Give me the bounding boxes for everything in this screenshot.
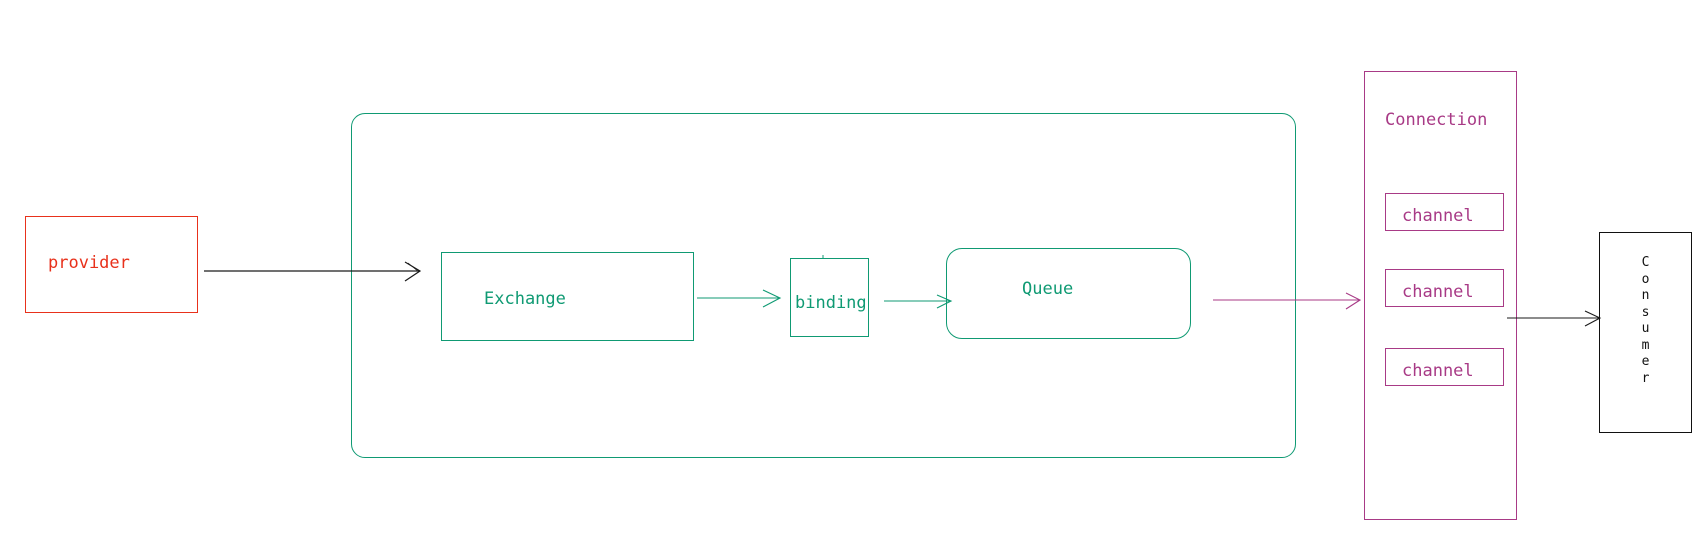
channel-box-1: channel bbox=[1385, 193, 1504, 231]
binding-box bbox=[790, 258, 869, 337]
channel-box-3: channel bbox=[1385, 348, 1504, 386]
provider-box: provider bbox=[25, 216, 198, 313]
connection-label: Connection bbox=[1385, 110, 1488, 130]
arrow-queue-connection bbox=[1213, 292, 1362, 310]
arrow-connection-consumer bbox=[1507, 310, 1602, 327]
channel-label-1: channel bbox=[1402, 206, 1474, 226]
connection-box: Connection bbox=[1364, 71, 1517, 520]
exchange-label: Exchange bbox=[484, 289, 566, 309]
arrow-exchange-binding bbox=[697, 289, 782, 308]
channel-label-2: channel bbox=[1402, 282, 1474, 302]
broker-container bbox=[351, 113, 1296, 458]
channel-box-2: channel bbox=[1385, 269, 1504, 307]
channel-label-3: channel bbox=[1402, 361, 1474, 381]
queue-box: Queue bbox=[946, 248, 1191, 339]
arrow-provider-exchange bbox=[204, 261, 422, 282]
provider-label: provider bbox=[48, 253, 130, 273]
binding-label: binding bbox=[795, 293, 867, 313]
arrow-binding-queue bbox=[884, 294, 953, 309]
queue-label: Queue bbox=[1022, 279, 1074, 299]
exchange-box: Exchange bbox=[441, 252, 694, 341]
